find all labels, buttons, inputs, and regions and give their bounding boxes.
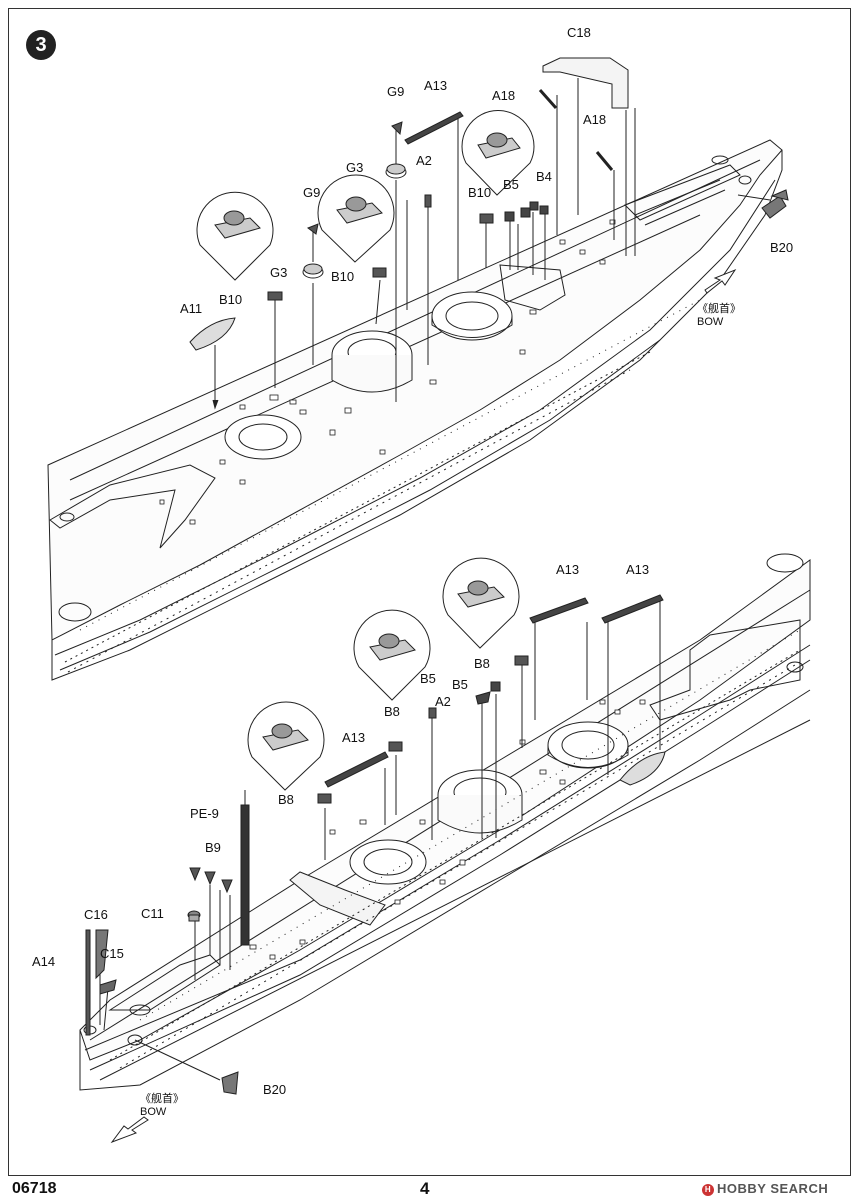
label-b9: B9 — [205, 840, 221, 855]
upper-ship-hull — [47, 139, 783, 681]
label-a11: A11 — [180, 301, 202, 316]
label-a14: A14 — [32, 954, 55, 969]
label-c11: C11 — [141, 906, 164, 921]
page-frame — [8, 8, 851, 1176]
label-a18-2: A18 — [583, 112, 606, 127]
page-number: 4 — [420, 1179, 430, 1198]
lower-ship-details — [83, 553, 804, 1069]
bow-arrow-upper — [704, 268, 737, 294]
label-g3-1: G3 — [346, 160, 363, 175]
label-b20-1: B20 — [770, 240, 793, 255]
label-a2-2: A2 — [435, 694, 451, 709]
lower-ship-hull — [79, 559, 811, 1091]
label-pe9: PE-9 — [190, 806, 219, 821]
label-a18-1: A18 — [492, 88, 515, 103]
label-b10-3: B10 — [219, 292, 242, 307]
part-labels: C18 A18 A18 A13 G9 G3 A2 B10 B5 B4 G9 G3… — [32, 25, 793, 1118]
label-a13-3: A13 — [626, 562, 649, 577]
label-b10-2: B10 — [331, 269, 354, 284]
upper-parts — [189, 57, 789, 351]
label-c15: C15 — [100, 946, 124, 961]
label-b20-2: B20 — [263, 1082, 286, 1097]
product-code: 06718 — [12, 1180, 57, 1197]
label-b8-2: B8 — [384, 704, 400, 719]
label-a2-1: A2 — [416, 153, 432, 168]
label-b10-1: B10 — [468, 185, 491, 200]
label-a13-2: A13 — [556, 562, 579, 577]
upper-ship-details — [49, 155, 752, 673]
label-c18: C18 — [567, 25, 591, 40]
bow-label-en-upper: BOW — [697, 316, 724, 328]
bow-label-en-lower: BOW — [140, 1106, 167, 1118]
label-b4: B4 — [536, 169, 552, 184]
label-g9-1: G9 — [387, 84, 404, 99]
label-c16: C16 — [84, 907, 108, 922]
label-b8-1: B8 — [474, 656, 490, 671]
upper-detail-bubbles — [196, 110, 535, 281]
label-a13-4: A13 — [342, 730, 365, 745]
bow-arrow-lower — [110, 1116, 149, 1144]
label-b5-2: B5 — [420, 671, 436, 686]
bow-label-cn-lower: 《舰首》 — [140, 1091, 184, 1105]
upper-leaders — [212, 78, 771, 410]
label-b5-3: B5 — [452, 677, 468, 692]
step-number-badge: 3 — [26, 30, 56, 60]
label-b5-1: B5 — [503, 177, 519, 192]
bow-label-cn-upper: 《舰首》 — [697, 301, 741, 315]
label-g3-2: G3 — [270, 265, 287, 280]
label-b8-3: B8 — [278, 792, 294, 807]
watermark-logo-icon: H — [702, 1183, 714, 1196]
lower-parts — [85, 594, 664, 1095]
lower-detail-bubbles — [247, 557, 520, 791]
label-g9-2: G9 — [303, 185, 320, 200]
watermark-text: HOBBY SEARCH — [717, 1181, 829, 1196]
upper-ship-deck-fittings — [159, 219, 616, 525]
label-a13-1: A13 — [424, 78, 447, 93]
